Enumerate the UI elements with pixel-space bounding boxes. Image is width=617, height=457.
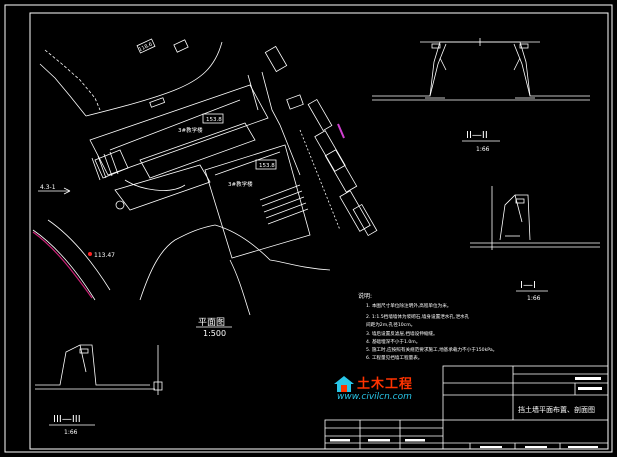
title-block-filled-cells [330, 377, 602, 448]
watermark: 土木工程 www.civilcn.com [333, 371, 447, 407]
building-label-b: 3#教学楼 [228, 180, 253, 188]
section-i-title: I—I [520, 280, 536, 291]
elevation-b-label: 153.8 [259, 163, 275, 169]
drawing-name: 挡土墙平面布置、剖面图 [518, 405, 595, 414]
watermark-title: 土木工程 [357, 377, 414, 392]
section-i-scale: 1:66 [527, 295, 541, 302]
notes-line-2: 2. 1:1.5挡墙墙体为浆砌石,墙身设置泄水孔,泄水孔 [366, 313, 470, 320]
notes-line-1: 1. 本图尺寸单位除注明外,高程单位为米。 [366, 302, 451, 309]
notes-line-5: 4. 基础埋深不小于1.0m。 [366, 338, 420, 345]
section-iii-drawing [35, 344, 163, 395]
plan-scale: 1:500 [203, 329, 226, 338]
section-i-drawing [470, 186, 600, 250]
plan-view [32, 38, 378, 316]
watermark-url: www.civilcn.com [337, 392, 412, 402]
spot-elevation-label: 113.47 [94, 252, 115, 259]
building-label-a: 3#教学楼 [178, 126, 203, 134]
notes-line-7: 6. 工程量见挡墙工程量表。 [366, 354, 422, 361]
spot-marker [88, 252, 92, 256]
section-ii-title: II—II [466, 130, 488, 141]
section-ii-drawing [372, 38, 590, 101]
north-arrow-label: 4.3-1 [40, 184, 56, 191]
section-iii-title: III—III [53, 414, 81, 425]
notes-line-6: 5. 施工时,应按照有关规范要求施工,地基承载力不小于150kPa。 [366, 346, 497, 353]
inner-frame [29, 12, 609, 450]
house-logo-icon [334, 376, 354, 392]
slope-line [32, 231, 93, 299]
elevation-a-label: 153.8 [206, 117, 222, 123]
section-ii-scale: 1:66 [476, 146, 490, 153]
notes-block: 说明: 1. 本图尺寸单位除注明外,高程单位为米。 2. 1:1.5挡墙墙体为浆… [358, 292, 497, 361]
notes-line-4: 3. 墙后设置反滤层,挡墙设伸缩缝。 [366, 330, 438, 337]
elevation-road-label: 118.6 [138, 42, 154, 53]
notes-line-3: 间距为2m,孔径10cm。 [366, 321, 415, 328]
section-iii-scale: 1:66 [64, 429, 78, 436]
notes-heading: 说明: [358, 292, 372, 300]
title-block [324, 365, 609, 450]
plan-title: 平面图 [198, 317, 225, 328]
magenta-marker [337, 123, 345, 139]
outer-frame [4, 4, 613, 453]
